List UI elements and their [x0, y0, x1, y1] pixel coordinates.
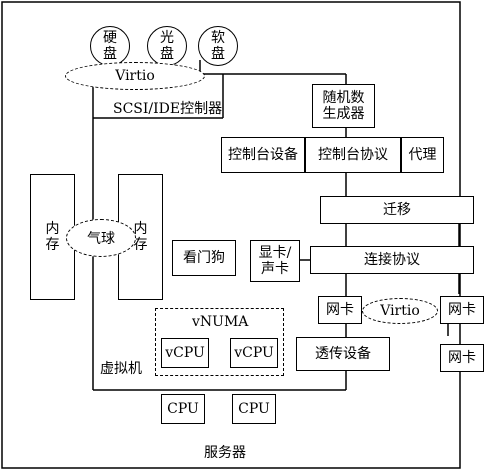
- agent-label: 代理: [408, 146, 437, 163]
- scsi-controller-label: SCSI/IDE控制器: [113, 101, 223, 117]
- vcpu-2-box: vCPU: [230, 338, 278, 368]
- vm-nic-label: 网卡: [326, 301, 354, 318]
- virtio-storage-label: Virtio: [115, 68, 155, 84]
- console-protocol-box: 控制台协议: [305, 137, 401, 173]
- watchdog-box: 看门狗: [172, 240, 236, 276]
- vcpu-1-label: vCPU: [165, 344, 205, 361]
- gpu-sound-box: 显卡/声卡: [250, 240, 300, 282]
- console-device-label: 控制台设备: [228, 146, 298, 163]
- virtio-storage-ellipse: Virtio: [65, 62, 205, 90]
- cpu-1-label: CPU: [167, 400, 199, 417]
- memory-left-label: 内存: [45, 220, 60, 253]
- passthrough-box: 透传设备: [296, 337, 390, 371]
- migration-box: 迁移: [320, 196, 474, 224]
- console-device-box: 控制台设备: [221, 137, 305, 173]
- rng-label: 随机数生成器: [322, 89, 365, 122]
- cpu-2-box: CPU: [232, 394, 276, 424]
- vnuma-label: vNUMA: [192, 314, 249, 330]
- hard-disk-label: 硬盘: [103, 29, 117, 62]
- vcpu-2-label: vCPU: [234, 344, 274, 361]
- cpu-1-box: CPU: [161, 394, 205, 424]
- hard-disk: 硬盘: [90, 26, 130, 66]
- balloon-label: 气球: [87, 231, 115, 247]
- optical-disk-label: 光盘: [160, 29, 174, 62]
- console-protocol-label: 控制台协议: [318, 146, 388, 163]
- vm-nic-box: 网卡: [318, 296, 362, 324]
- virtio-net-label: Virtio: [380, 303, 420, 319]
- server-label: 服务器: [204, 445, 246, 461]
- host-nic-2-box: 网卡: [440, 344, 484, 372]
- memory-right-label: 内存: [133, 220, 148, 253]
- floppy-disk: 软盘: [198, 26, 238, 66]
- passthrough-label: 透传设备: [315, 345, 371, 362]
- cpu-2-label: CPU: [238, 400, 270, 417]
- rng-box: 随机数生成器: [312, 84, 375, 128]
- vcpu-1-box: vCPU: [161, 338, 209, 368]
- gpu-sound-label: 显卡/声卡: [258, 244, 292, 277]
- vm-label: 虚拟机: [100, 361, 142, 377]
- connection-protocol-box: 连接协议: [310, 246, 474, 274]
- floppy-disk-label: 软盘: [211, 29, 225, 62]
- watchdog-label: 看门狗: [183, 249, 225, 266]
- server-outline: [1, 1, 461, 469]
- virtio-net-ellipse: Virtio: [362, 298, 438, 324]
- balloon-ellipse: 气球: [66, 219, 136, 257]
- agent-box: 代理: [401, 137, 444, 173]
- connection-protocol-label: 连接协议: [364, 251, 420, 268]
- vnuma-group: [155, 308, 284, 376]
- optical-disk: 光盘: [147, 26, 187, 66]
- host-nic-1-label: 网卡: [448, 301, 476, 318]
- host-nic-2-label: 网卡: [448, 349, 476, 366]
- host-nic-1-box: 网卡: [440, 296, 484, 324]
- migration-label: 迁移: [383, 201, 411, 218]
